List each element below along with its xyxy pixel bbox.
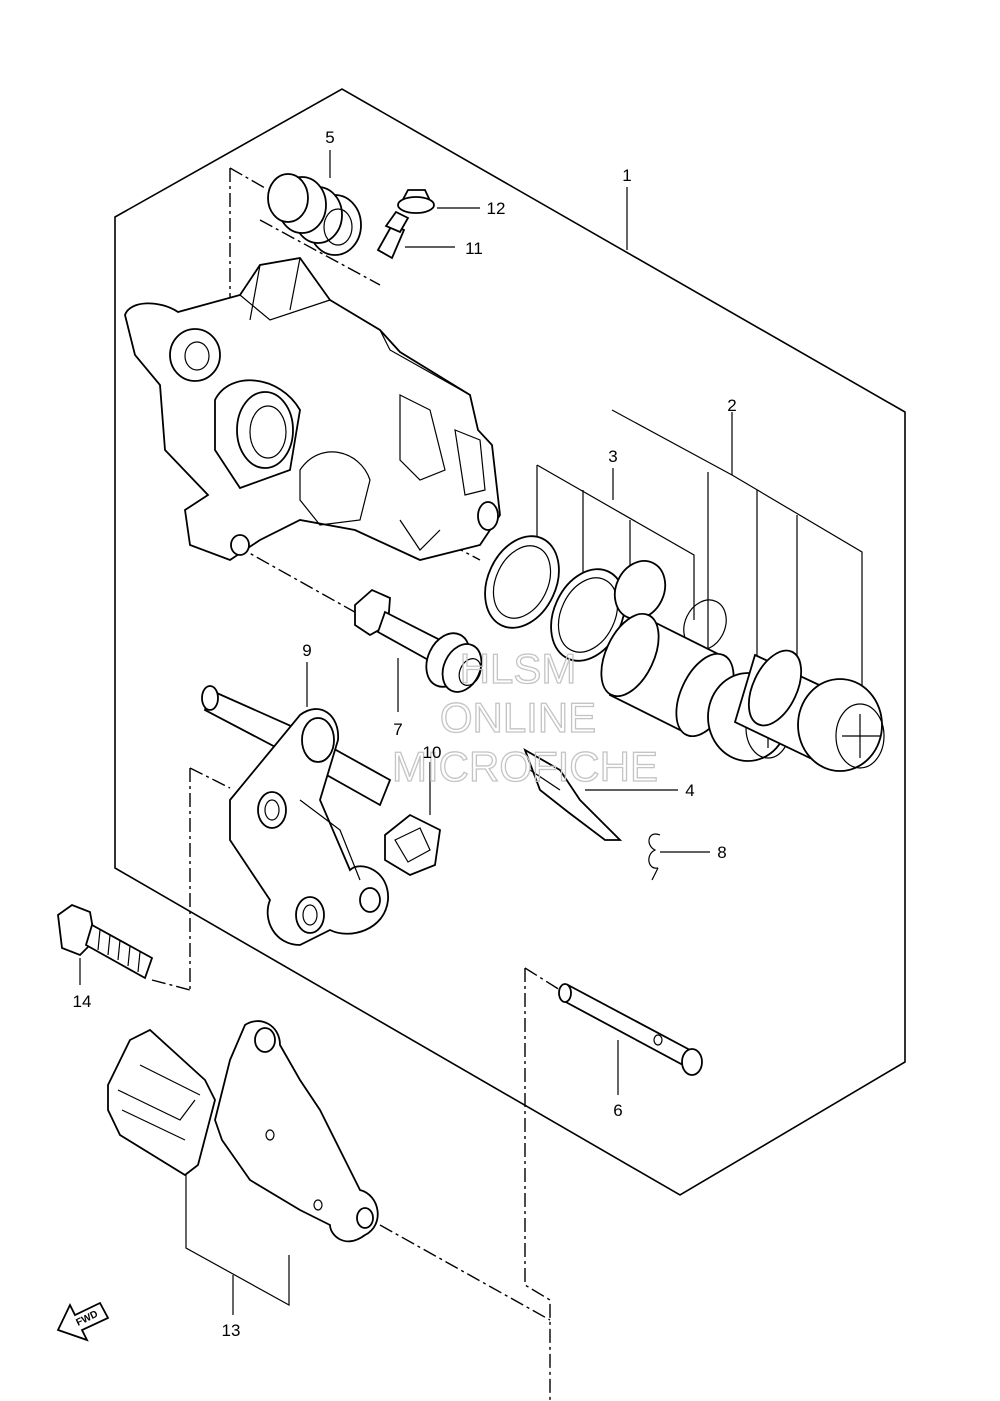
- seal-part-3: [484, 535, 727, 662]
- brake-pads-part-13: [107, 1020, 379, 1243]
- piston-part-2: [600, 612, 885, 772]
- pin-part-6: [558, 983, 703, 1076]
- caliper-body: [124, 257, 501, 562]
- fwd-arrow-icon: FWD: [56, 1301, 110, 1342]
- callout-4: 4: [685, 781, 694, 800]
- callout-13: 13: [222, 1321, 241, 1340]
- assembly-frame: [114, 88, 906, 1196]
- callout-9: 9: [302, 641, 311, 660]
- watermark-line-1: HLSM: [460, 645, 577, 692]
- callout-5: 5: [325, 128, 334, 147]
- boot-part-5: [267, 173, 362, 256]
- callout-7: 7: [393, 720, 402, 739]
- callout-10: 10: [423, 743, 442, 762]
- callout-14: 14: [73, 992, 92, 1011]
- bolt-part-7: [354, 588, 483, 693]
- cap-part-12: [397, 189, 435, 214]
- leader-lines: [79, 150, 863, 1315]
- callout-labels: 1 2 3 4 5 6 7 8 9 10 11 12 13 14: [73, 128, 737, 1340]
- watermark-line-3: MICROFICHE: [392, 743, 658, 790]
- callout-3: 3: [608, 447, 617, 466]
- pad-spring-part-4: [523, 747, 623, 841]
- watermark: HLSM ONLINE MICROFICHE: [391, 644, 658, 790]
- watermark-line-2: ONLINE: [440, 694, 596, 741]
- bleeder-part-11: [376, 210, 410, 260]
- alignment-lines: [151, 167, 561, 1401]
- callout-2: 2: [727, 396, 736, 415]
- clip-part-10: [384, 813, 441, 877]
- callout-8: 8: [717, 843, 726, 862]
- callout-6: 6: [613, 1101, 622, 1120]
- clip-part-8: [648, 833, 661, 881]
- callout-11: 11: [465, 239, 483, 258]
- callout-1: 1: [622, 166, 631, 185]
- bracket-part-9: [201, 685, 392, 946]
- bolt-part-14: [57, 903, 154, 980]
- callout-12: 12: [487, 199, 506, 218]
